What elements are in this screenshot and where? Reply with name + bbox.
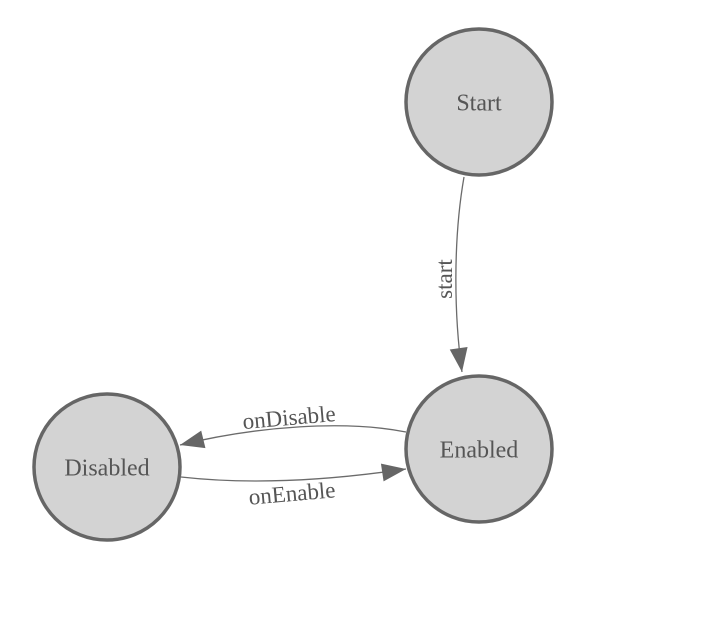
- edge-disabled-to-enabled: [180, 463, 407, 482]
- state-node-enabled[interactable]: Enabled: [404, 374, 554, 524]
- state-label-disabled: Disabled: [64, 455, 149, 481]
- edge-label-on-enable: onEnable: [248, 477, 337, 509]
- edge-label-on-disable: onDisable: [242, 401, 337, 434]
- nodes-layer: Start Enabled Disabled: [32, 27, 554, 542]
- state-node-start[interactable]: Start: [404, 27, 554, 177]
- state-circle-start[interactable]: [404, 27, 554, 177]
- state-label-enabled: Enabled: [440, 437, 519, 463]
- state-label-start: Start: [456, 90, 502, 116]
- edge-start-to-enabled: [449, 176, 468, 373]
- state-circle-disabled[interactable]: [32, 392, 182, 542]
- state-circle-enabled[interactable]: [404, 374, 554, 524]
- edge-enabled-to-disabled: [179, 425, 407, 449]
- state-node-disabled[interactable]: Disabled: [32, 392, 182, 542]
- edge-label-start: start: [432, 259, 457, 299]
